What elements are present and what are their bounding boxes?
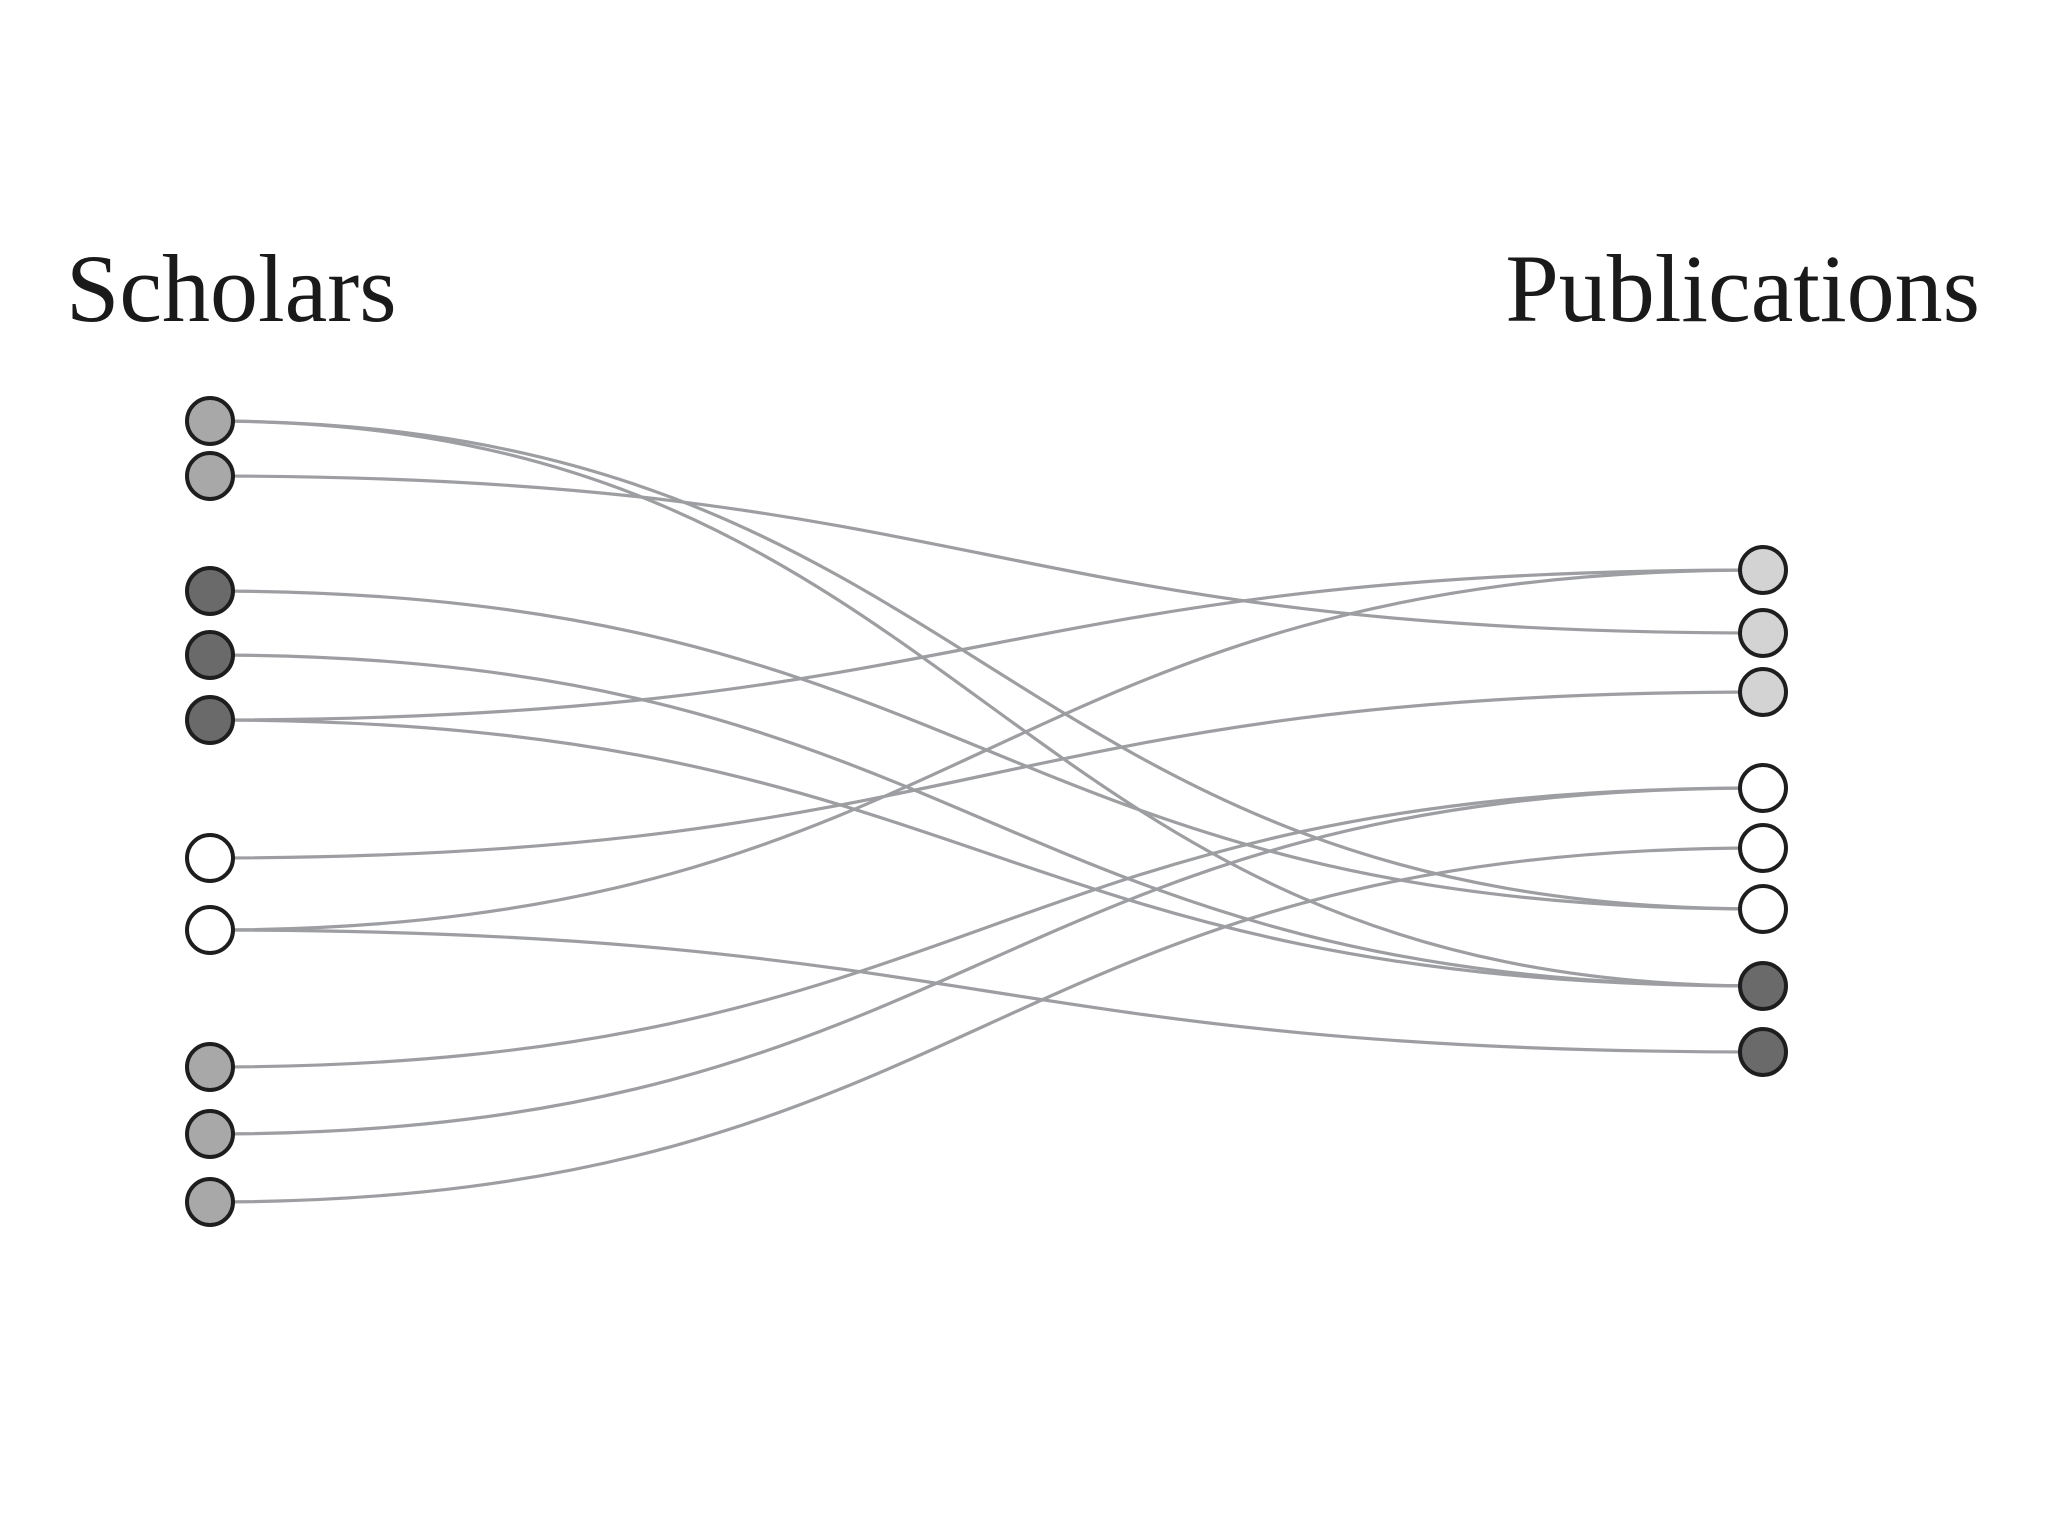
scholars-title: Scholars — [66, 235, 397, 342]
scholar-node-s5 — [185, 695, 235, 745]
scholar-node-s4 — [185, 630, 235, 680]
link-s1-p7 — [209, 419, 1764, 988]
scholar-node-s3 — [185, 566, 235, 616]
publications-title: Publications — [1505, 235, 1980, 342]
link-s6-p3 — [209, 690, 1764, 860]
publication-node-p8 — [1738, 1027, 1788, 1077]
scholar-node-s9 — [185, 1109, 235, 1159]
scholar-node-s1 — [185, 396, 235, 446]
publication-node-p2 — [1738, 608, 1788, 658]
scholar-node-s7 — [185, 905, 235, 955]
scholar-node-s10 — [185, 1177, 235, 1227]
link-s7-p8 — [209, 928, 1764, 1054]
publication-node-p5 — [1738, 823, 1788, 873]
scholar-node-s8 — [185, 1042, 235, 1092]
links — [209, 419, 1764, 1204]
publication-node-p4 — [1738, 763, 1788, 813]
scholar-node-s6 — [185, 833, 235, 883]
publication-node-p3 — [1738, 667, 1788, 717]
link-s7-p1 — [209, 568, 1764, 932]
link-s5-p7 — [209, 718, 1764, 988]
link-s9-p4 — [209, 786, 1764, 1136]
scholar-nodes — [185, 396, 235, 1227]
publication-node-p6 — [1738, 884, 1788, 934]
publication-nodes — [1738, 545, 1788, 1077]
link-s4-p7 — [209, 653, 1764, 988]
scholar-node-s2 — [185, 451, 235, 501]
link-s2-p2 — [209, 474, 1764, 635]
link-s10-p5 — [209, 846, 1764, 1204]
link-s1-p6 — [209, 419, 1764, 911]
publication-node-p7 — [1738, 961, 1788, 1011]
publication-node-p1 — [1738, 545, 1788, 595]
link-s8-p4 — [209, 786, 1764, 1069]
link-s5-p1 — [209, 568, 1764, 722]
